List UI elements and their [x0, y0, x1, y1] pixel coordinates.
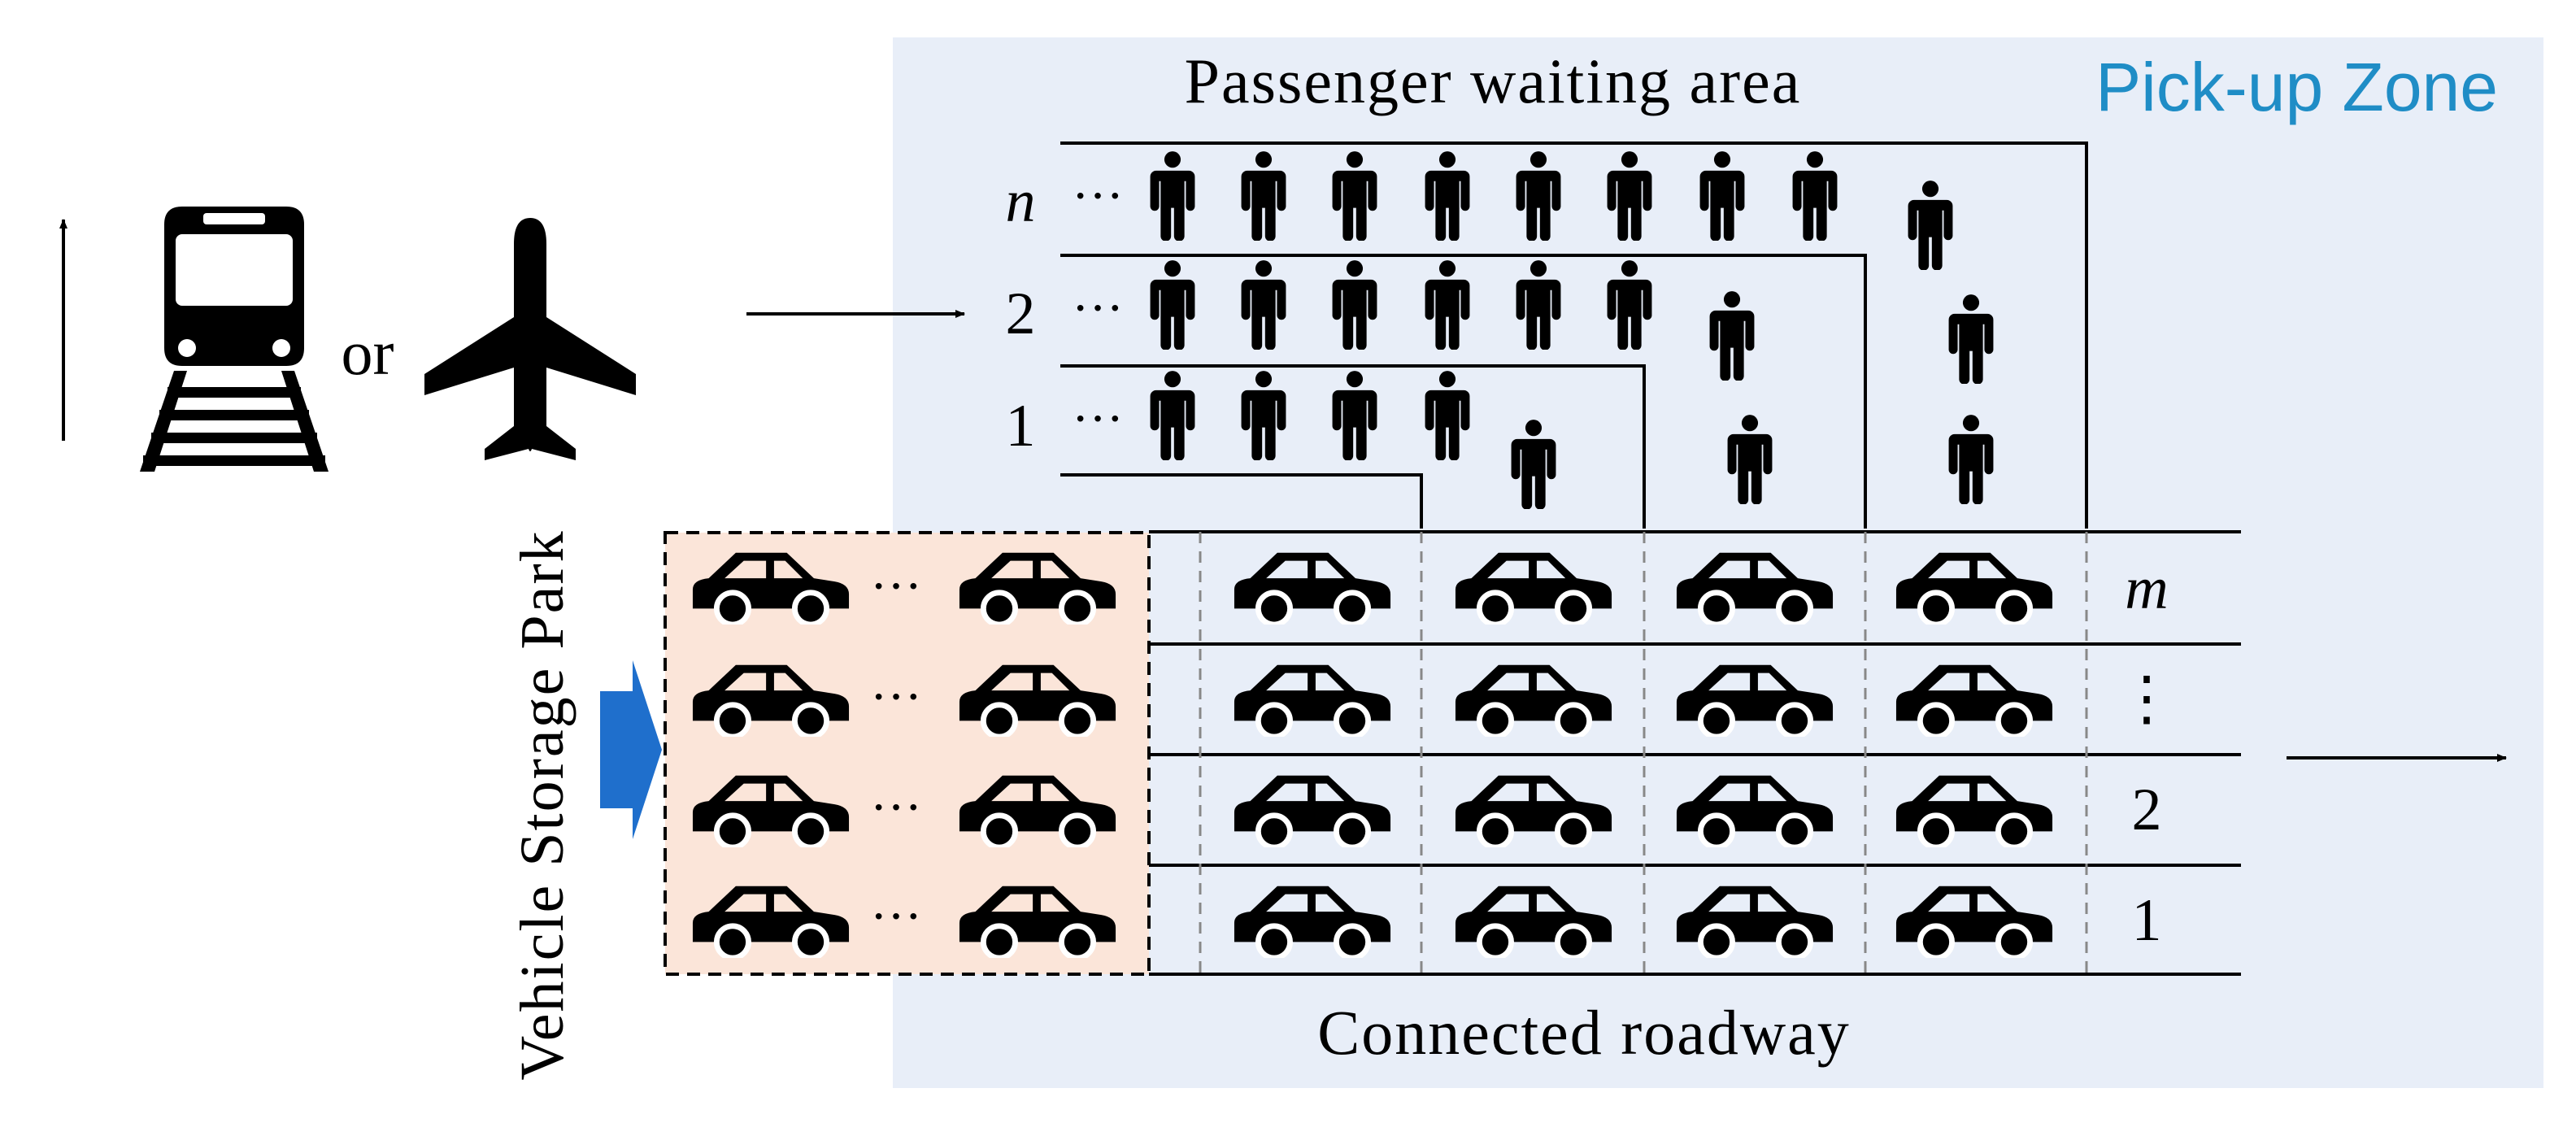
storage-ellipsis: ···	[870, 668, 922, 725]
roadway-label: Connected roadway	[1317, 997, 1851, 1068]
lane-dividers	[1199, 532, 2088, 974]
entry-arrow-icon	[600, 660, 662, 839]
lane-label: ⋮	[2117, 666, 2177, 733]
zone-label: Pick-up Zone	[2095, 49, 2498, 125]
queue-labels: n 2 1 ··· ··· ···	[1006, 167, 1124, 459]
queue-ellipsis: ···	[1072, 279, 1124, 337]
lane-label: m	[2125, 555, 2168, 622]
queue-label: 2	[1006, 281, 1036, 347]
waiting-area-title: Passenger waiting area	[1185, 46, 1802, 116]
or-label: or	[342, 317, 394, 388]
lane-labels: m ⋮ 2 1	[2117, 555, 2177, 954]
queue-lines	[1060, 141, 2088, 529]
airplane-icon	[424, 218, 636, 460]
queue-ellipsis: ···	[1072, 390, 1124, 447]
storage-ellipsis: ···	[870, 557, 922, 615]
lane-lines	[1149, 530, 2241, 976]
queue-ellipsis: ···	[1072, 167, 1124, 224]
queue-label: n	[1006, 168, 1036, 235]
storage-park-label: Vehicle Storage Park	[508, 529, 577, 1080]
train-icon	[140, 207, 329, 472]
storage-ellipsis: ···	[870, 887, 922, 945]
queue-label: 1	[1006, 393, 1036, 459]
lane-label: 1	[2132, 887, 2162, 954]
lane-label: 2	[2132, 777, 2162, 843]
storage-ellipsis: ···	[870, 778, 922, 836]
storage-ellipses: ··· ··· ··· ···	[870, 557, 922, 945]
